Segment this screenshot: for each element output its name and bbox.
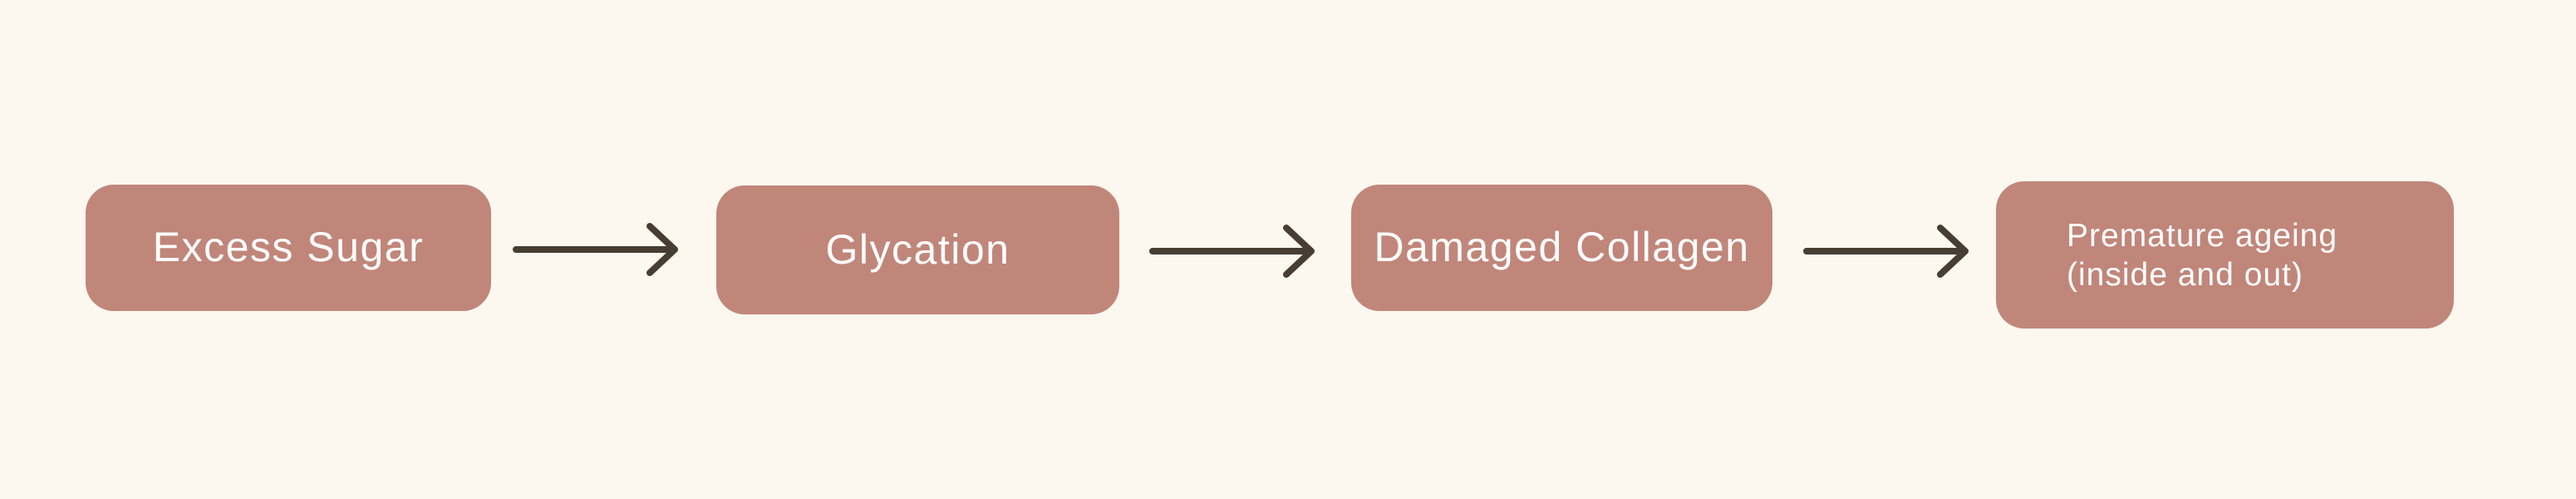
node-label: Glycation bbox=[825, 225, 1010, 273]
node-label: Damaged Collagen bbox=[1374, 224, 1750, 271]
right-arrow-icon bbox=[1803, 225, 1969, 278]
flow-node-damaged-collagen: Damaged Collagen bbox=[1351, 185, 1772, 311]
flow-node-excess-sugar: Excess Sugar bbox=[86, 185, 491, 311]
flow-node-glycation: Glycation bbox=[716, 185, 1119, 314]
right-arrow-icon bbox=[513, 223, 678, 276]
flow-connector-3 bbox=[1802, 205, 1972, 297]
right-arrow-icon bbox=[1149, 225, 1315, 278]
flow-connector-1 bbox=[511, 204, 681, 295]
flow-connector-2 bbox=[1148, 205, 1318, 297]
flow-node-premature-ageing: Premature ageing (inside and out) bbox=[1996, 181, 2454, 329]
node-label: Excess Sugar bbox=[152, 224, 425, 271]
node-label: Premature ageing (inside and out) bbox=[2067, 217, 2338, 293]
